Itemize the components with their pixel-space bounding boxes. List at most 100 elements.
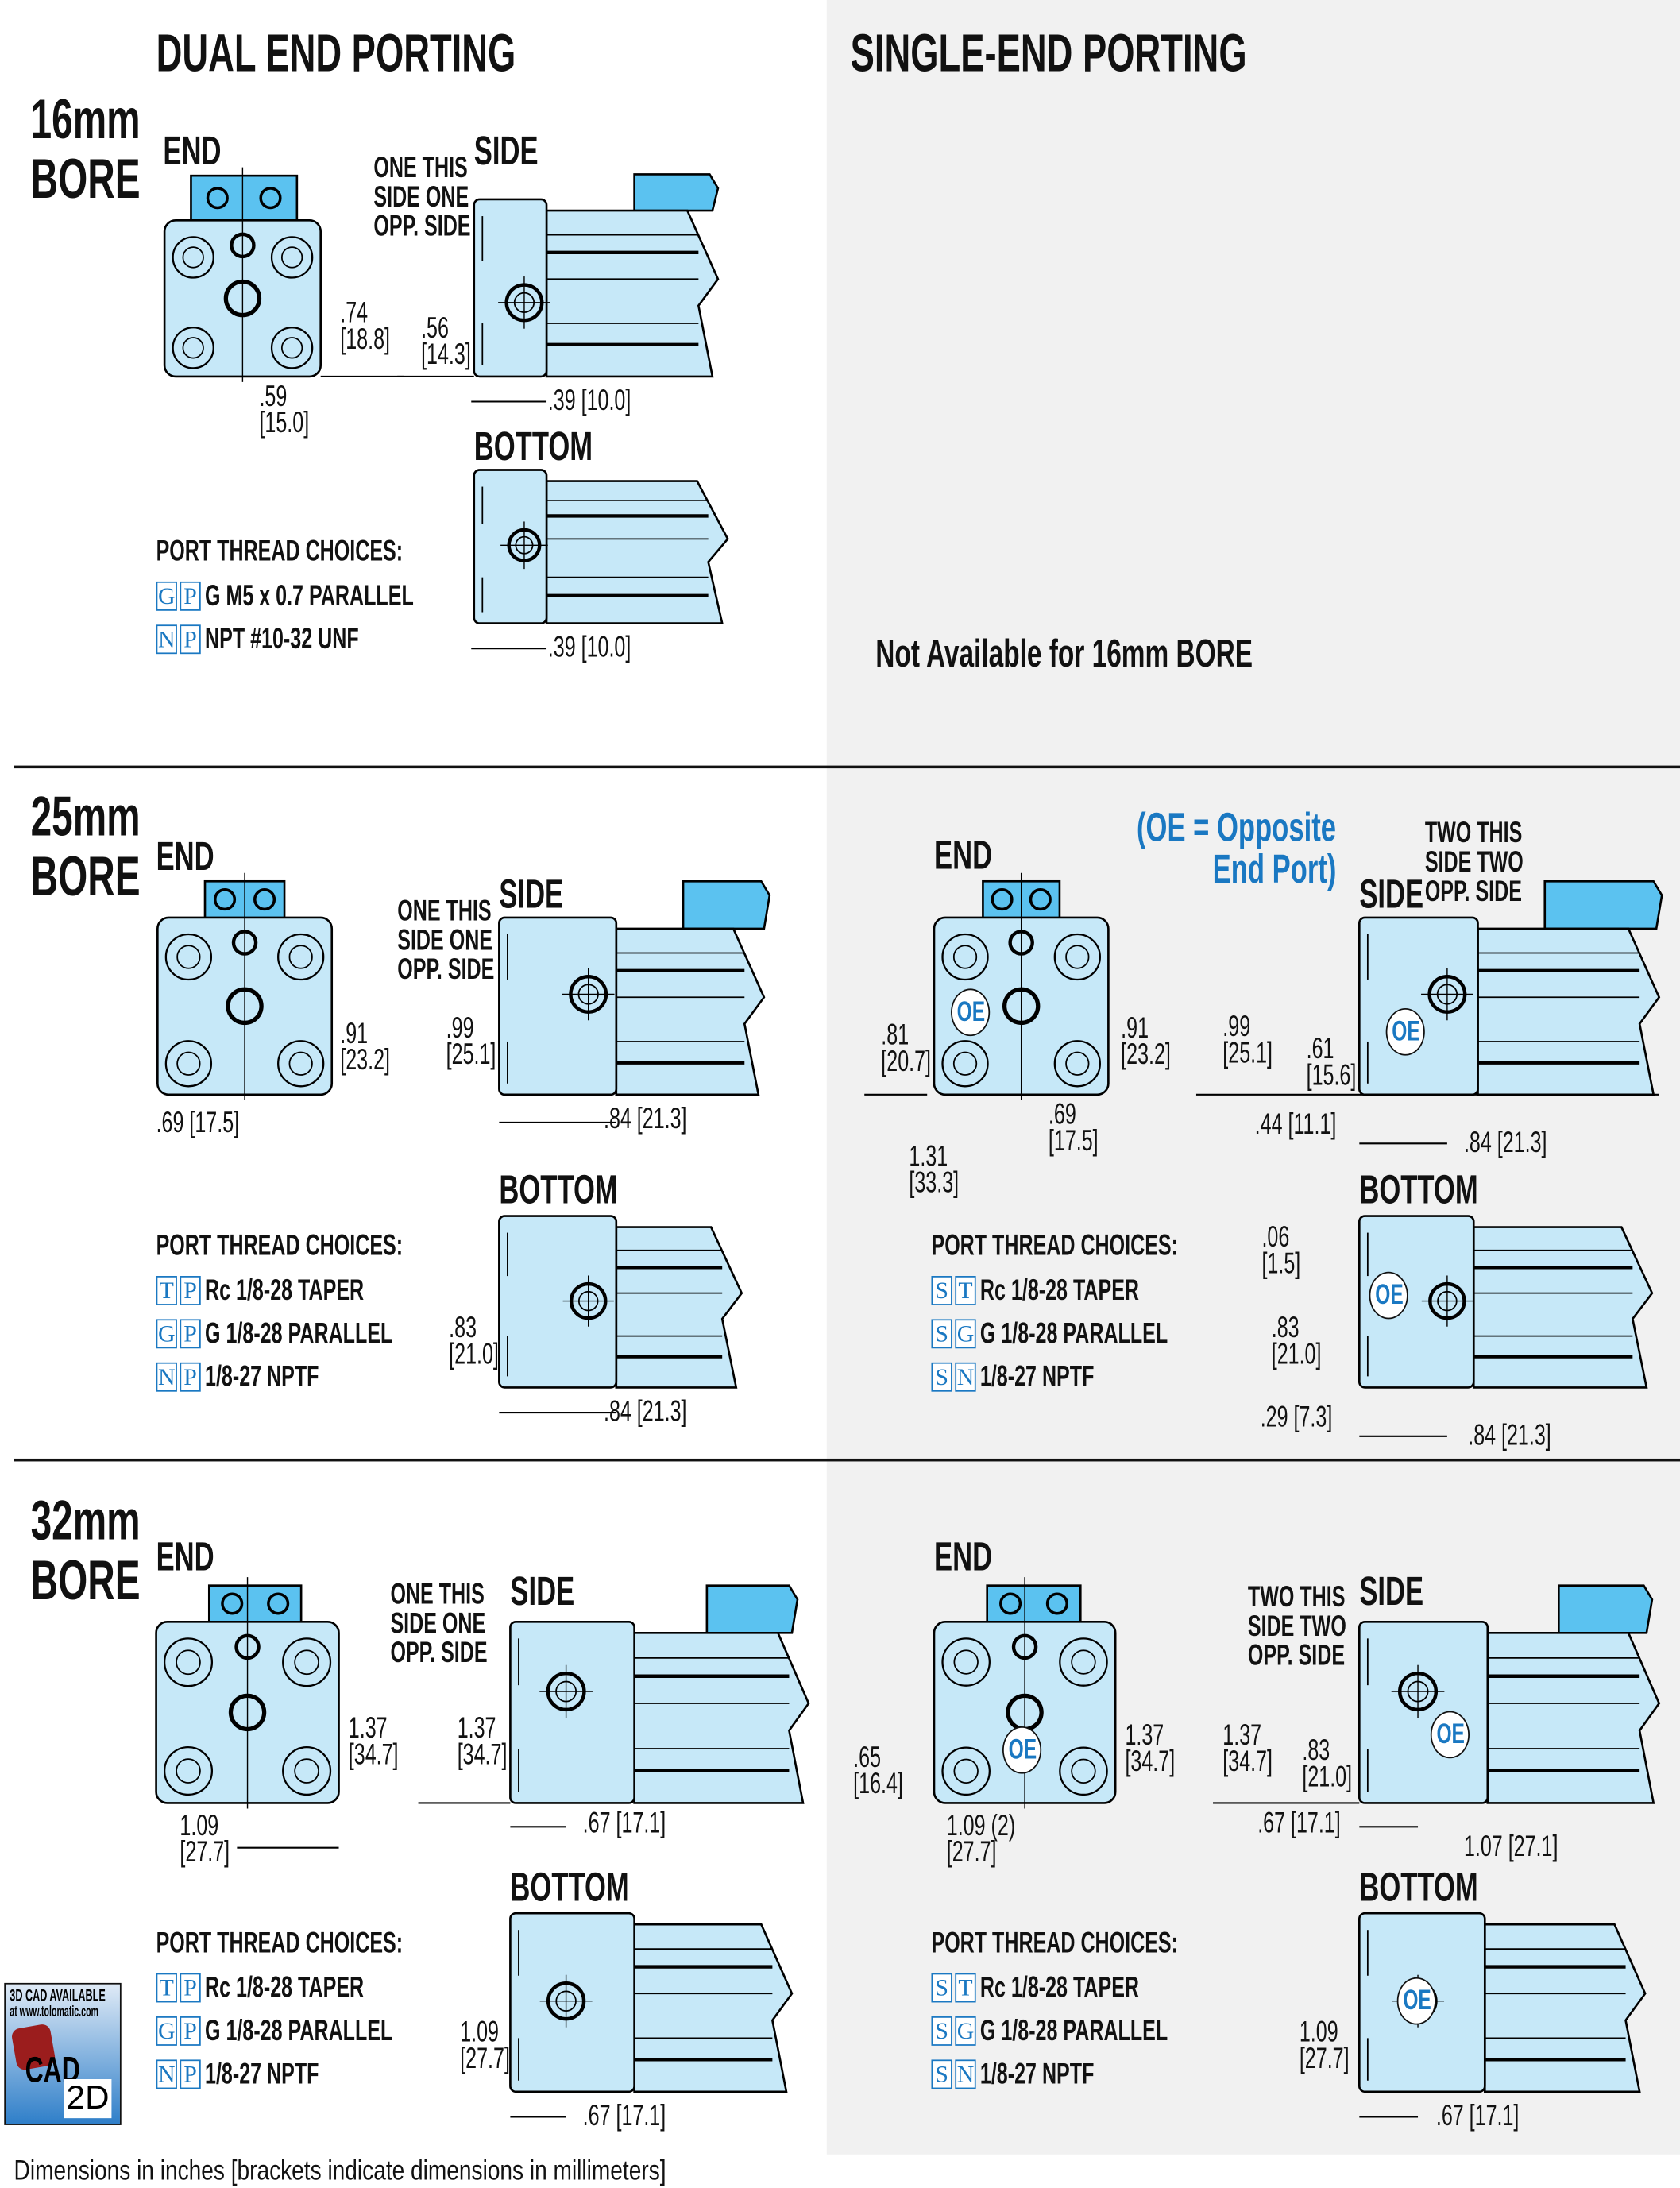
port-thread-choices-heading: PORT THREAD CHOICES: [931,1927,1179,1960]
bolt-icon [176,945,201,969]
port-thread-option: Rc 1/8-28 TAPER [205,1971,365,2004]
view-label-end: END [156,835,214,880]
dimension-label: .91 [1121,1012,1149,1045]
dimension-label: .99 [446,1012,474,1045]
dimension-label: 1.37 [348,1712,388,1745]
dimension-label: [21.0] [449,1338,499,1371]
bolt-icon [288,945,313,969]
view-label-bottom: BOTTOM [510,1865,629,1911]
view-label-side: SIDE [1359,872,1424,918]
carriage [633,173,720,212]
port-location-note: OPP. SIDE [397,953,495,986]
bolt-icon [1071,1758,1096,1784]
dimension-label: [16.4] [853,1768,903,1800]
port-location-note: OPP. SIDE [390,1637,488,1669]
dimension-label: .84 [21.3] [1468,1419,1551,1452]
bolt-icon [164,933,213,981]
dimension-label: 1.31 [909,1140,948,1173]
view-label-side: SIDE [499,872,564,918]
dimension-label: .99 [1222,1011,1251,1043]
port-thread-option: 1/8-27 NPTF [979,1361,1095,1394]
dimension-label: .67 [17.1] [1257,1807,1341,1840]
bolt-icon [277,1040,325,1088]
dimension-label: .61 [1306,1033,1334,1065]
port-location-note: TWO THIS [1247,1581,1346,1614]
port-code-letter: P [180,624,201,655]
port-code-letter: P [180,2016,201,2046]
bolt-icon [1053,933,1101,981]
bolt-icon [176,1051,201,1076]
extrusion-body [1472,1226,1654,1389]
dimension-label: [33.3] [909,1167,960,1200]
port-code-letter: S [931,2059,952,2089]
port-location-note: TWO THIS [1424,817,1523,849]
bolt-icon [164,1040,213,1088]
bolt-icon [288,1051,313,1076]
port-code-letter: S [931,2016,952,2046]
port-thread-option: 1/8-27 NPTF [979,2058,1095,2091]
dimension-label: .83 [1302,1734,1330,1767]
dimension-label: 1.09 [1299,2016,1338,2049]
dimension-label: .84 [21.3] [1463,1127,1547,1159]
end-view [933,872,1110,1100]
oe-legend: End Port) [1211,848,1336,893]
bolt-icon [163,1637,214,1687]
port-code-letter: P [180,1973,201,2003]
cad-available-badge[interactable]: 3D CAD AVAILABLE at www.tolomatic.com CA… [4,1982,122,2125]
screw-icon [206,187,229,210]
view-label-bottom: BOTTOM [1359,1168,1478,1214]
opposite-end-port-marker: OE [1430,1711,1470,1759]
dimension-label: 1.37 [1222,1719,1262,1752]
port-code-letter: P [180,1362,201,1392]
port-code-letter: G [955,1319,976,1349]
dimension-label: [15.0] [259,407,310,439]
port-code-letter: T [955,1973,976,2003]
dimension-label: .81 [881,1019,910,1052]
bottom-view [1358,1215,1654,1389]
bolt-icon [1065,945,1090,969]
port-code-letter: N [955,2059,976,2089]
bolt-icon [163,1746,214,1796]
dimension-label: .29 [7.3] [1260,1401,1333,1434]
screw-icon [259,187,282,210]
port-thread-option: Rc 1/8-28 TAPER [979,1971,1140,2004]
bolt-icon [1065,1051,1090,1076]
bolt-icon [294,1758,319,1784]
bolt-icon [182,337,204,359]
dimension-label: .65 [853,1742,882,1774]
dimension-label: 1.07 [27.1] [1463,1830,1558,1863]
dimension-label: .39 [10.0] [547,385,631,417]
port-code-letter: P [180,581,201,611]
bolt-icon [172,327,214,369]
port-location-note: ONE THIS [390,1578,485,1611]
oe-label: OE [956,996,985,1027]
view-label-bottom: BOTTOM [1359,1865,1478,1911]
end-cap [473,198,548,378]
screw-icon [213,888,237,911]
port-code-letter: T [955,1276,976,1305]
single-end-porting-title: SINGLE-END PORTING [850,25,1247,84]
port-thread-option: G 1/8-28 PARALLEL [205,2015,393,2047]
badge-url[interactable]: at www.tolomatic.com [10,2004,99,2021]
bolt-icon [941,1746,991,1796]
dimension-label: .67 [17.1] [1435,2100,1520,2132]
bore-label: BORE [30,1550,141,1613]
carriage [1557,1584,1654,1634]
end-cap [1358,1215,1475,1389]
bolt-icon [1059,1746,1108,1796]
bolt-icon [176,1649,201,1676]
view-label-end: END [163,130,222,175]
port-thread-option: G M5 x 0.7 PARALLEL [205,580,414,613]
port-thread-choices-heading: PORT THREAD CHOICES: [156,1230,404,1262]
port-code-letter: N [156,1362,177,1392]
bolt-icon [280,337,303,359]
mount-block [207,1584,303,1629]
view-label-end: END [156,1535,214,1580]
dimension-label: [27.7] [946,1836,997,1869]
dimension-label: [34.7] [1222,1745,1273,1778]
